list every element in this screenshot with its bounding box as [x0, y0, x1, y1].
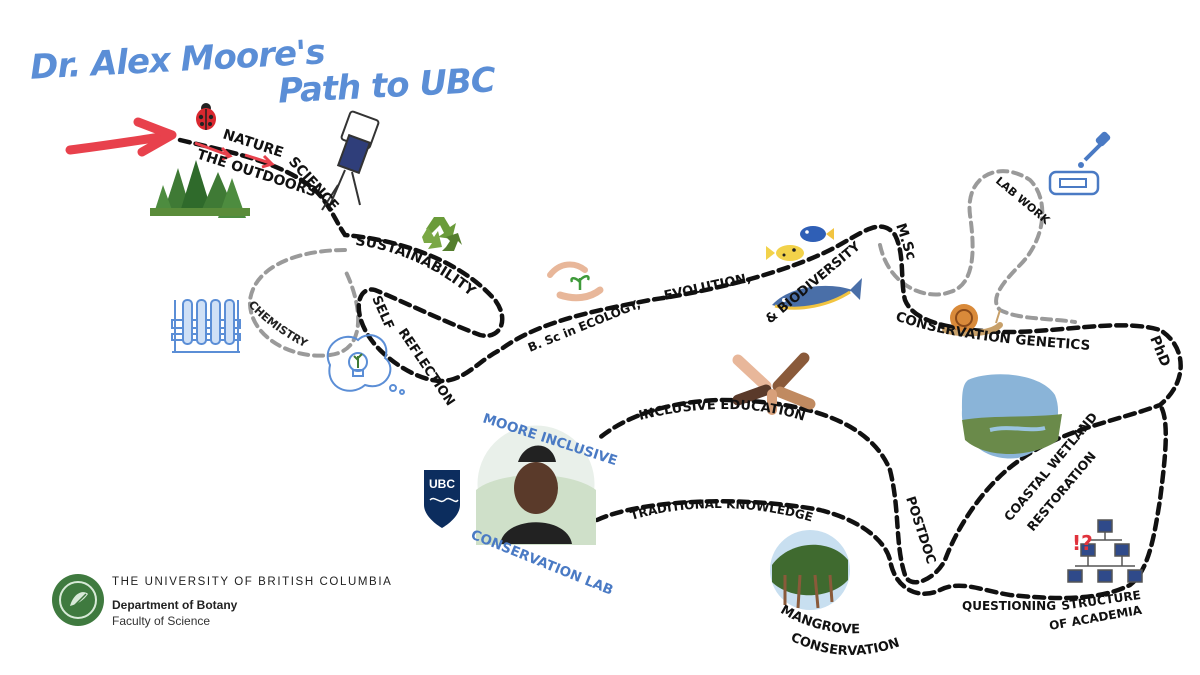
test-tubes-icon [171, 299, 241, 353]
label-postdoc: POSTDOC [902, 495, 938, 566]
label-bsc: B. Sc in ECOLOGY, [526, 297, 643, 355]
label-evolution: EVOLUTION, [663, 271, 753, 304]
label-labwork: LAB WORK [993, 174, 1052, 227]
tropical-fish-icon [766, 226, 834, 261]
ubc-crest-icon: UBC [424, 470, 460, 528]
university-name: THE UNIVERSITY OF BRITISH COLUMBIA [112, 576, 393, 588]
ubc-badge-text: UBC [429, 477, 455, 491]
lightbulb-plant-icon [326, 334, 405, 395]
label-questioning: QUESTIONING [962, 599, 1056, 613]
joined-hands-icon [732, 352, 816, 415]
dropper-icon [1078, 131, 1111, 168]
ubc-botany-logo: THE UNIVERSITY OF BRITISH COLUMBIA Depar… [50, 572, 450, 632]
faded-path [247, 169, 1077, 358]
label-traditional-knowledge: TRADITIONAL KNOWLEDGE [629, 497, 815, 525]
botany-seal-icon [52, 574, 104, 626]
start-arrow [65, 117, 275, 169]
department-name: Department of Botany [112, 598, 238, 612]
hands-seedling-icon [547, 261, 604, 302]
recycle-icon [422, 217, 462, 251]
snail-icon [942, 304, 1003, 337]
portrait-photo [474, 422, 598, 546]
hierarchy-icon: !? [1067, 519, 1143, 583]
tuna-icon [772, 278, 862, 310]
forest-icon [150, 160, 250, 218]
lab-slide-icon [1048, 170, 1100, 196]
label-inclusive-education: INCLUSIVE EDUCATION [637, 398, 807, 425]
microscope-icon [321, 110, 380, 211]
coastal-wetland-photo [961, 374, 1062, 459]
ladybug-icon [196, 103, 216, 130]
mangrove-photo [770, 530, 850, 610]
question-exclaim-icon: !? [1072, 531, 1093, 555]
faculty-name: Faculty of Science [112, 614, 211, 628]
main-path [177, 137, 1183, 601]
